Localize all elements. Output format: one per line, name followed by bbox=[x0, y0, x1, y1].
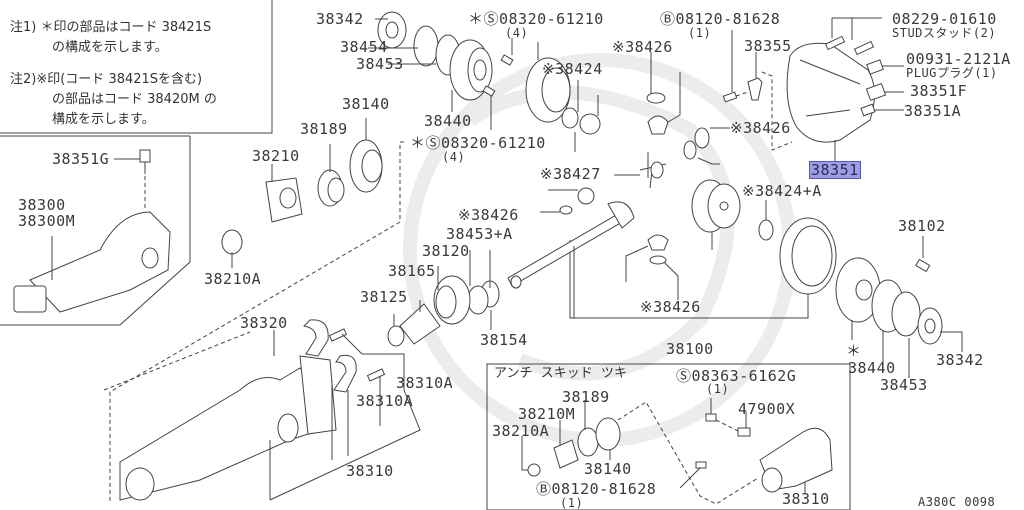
inset-part-38189[interactable]: 38189 bbox=[562, 388, 610, 406]
inset-part-38140[interactable]: 38140 bbox=[584, 460, 632, 478]
part-label-38300[interactable]: 38300 bbox=[18, 196, 66, 214]
part-desc-stud: STUDスタッド(2) bbox=[892, 26, 997, 40]
part-label-38453-bottom[interactable]: 38453 bbox=[880, 376, 928, 394]
part-label-08320-61210-top[interactable]: ＊Ⓢ08320-61210 bbox=[468, 10, 604, 28]
part-label-38454[interactable]: 38454 bbox=[340, 38, 388, 56]
part-label-38426-b[interactable]: ※38426 bbox=[730, 119, 791, 137]
inset-part-47900X[interactable]: 47900X bbox=[738, 400, 796, 418]
part-label-38154[interactable]: 38154 bbox=[480, 331, 528, 349]
part-qty-08320-top: (4) bbox=[505, 26, 529, 40]
inset-part-38210M[interactable]: 38210M bbox=[518, 405, 576, 423]
part-label-38426-c[interactable]: ※38426 bbox=[458, 206, 519, 224]
part-label-38342-bottom[interactable]: 38342 bbox=[936, 351, 984, 369]
part-label-38355[interactable]: 38355 bbox=[744, 37, 792, 55]
part-label-38320[interactable]: 38320 bbox=[240, 314, 288, 332]
asterisk-mark: ＊ bbox=[846, 342, 862, 360]
inset-part-08363-6162G[interactable]: Ⓢ08363-6162G bbox=[676, 367, 797, 385]
part-label-38210A[interactable]: 38210A bbox=[204, 270, 262, 288]
figure-id: A380C 0098 bbox=[918, 495, 996, 509]
inset-part-38310[interactable]: 38310 bbox=[782, 490, 830, 508]
note-2-line-3: 構成を示します。 bbox=[52, 112, 155, 127]
part-label-38102[interactable]: 38102 bbox=[898, 217, 946, 235]
note-2-line-2: の部品はコード 38420M の bbox=[52, 92, 217, 107]
part-qty-08320-mid: (4) bbox=[442, 150, 466, 164]
part-qty-08120-top: (1) bbox=[688, 26, 712, 40]
part-label-08320-61210-mid[interactable]: ＊Ⓢ08320-61210 bbox=[410, 134, 546, 152]
inset-part-08120-81628[interactable]: Ⓑ08120-81628 bbox=[536, 480, 657, 498]
inset-part-38210A[interactable]: 38210A bbox=[492, 422, 550, 440]
part-label-38427[interactable]: ※38427 bbox=[540, 165, 601, 183]
part-label-38351F[interactable]: 38351F bbox=[910, 82, 968, 100]
part-label-38125[interactable]: 38125 bbox=[360, 288, 408, 306]
part-label-38140[interactable]: 38140 bbox=[342, 95, 390, 113]
part-label-38351G[interactable]: 38351G bbox=[52, 150, 110, 168]
inset-qty-08363: (1) bbox=[706, 382, 730, 396]
part-label-38453-top[interactable]: 38453 bbox=[356, 55, 404, 73]
part-label-08229-01610[interactable]: 08229-01610 bbox=[892, 10, 997, 28]
part-label-38165[interactable]: 38165 bbox=[388, 262, 436, 280]
part-label-38424A[interactable]: ※38424+A bbox=[742, 182, 822, 200]
part-label-38440-bottom[interactable]: 38440 bbox=[848, 359, 896, 377]
part-label-38100[interactable]: 38100 bbox=[666, 340, 714, 358]
part-label-38426-d[interactable]: ※38426 bbox=[640, 298, 701, 316]
part-label-38426-a[interactable]: ※38426 bbox=[612, 38, 673, 56]
note-2-line-1: 注2)※印(コード 38421Sを含む) bbox=[10, 72, 203, 87]
part-label-38300M[interactable]: 38300M bbox=[18, 212, 76, 230]
part-label-38310[interactable]: 38310 bbox=[346, 462, 394, 480]
inset-title: アンチ スキッド ツキ bbox=[494, 366, 628, 381]
part-label-38189[interactable]: 38189 bbox=[300, 120, 348, 138]
part-label-38310A-1[interactable]: 38310A bbox=[396, 374, 454, 392]
part-label-38453A[interactable]: 38453+A bbox=[446, 225, 513, 243]
part-label-08120-81628-top[interactable]: Ⓑ08120-81628 bbox=[660, 10, 781, 28]
part-label-38342-top[interactable]: 38342 bbox=[316, 10, 364, 28]
part-label-38440-top[interactable]: 38440 bbox=[424, 112, 472, 130]
part-label-38351-highlighted[interactable]: 38351 bbox=[809, 161, 861, 179]
note-1-line-1: 注1) ＊印の部品はコード 38421S bbox=[10, 20, 212, 35]
part-label-38210[interactable]: 38210 bbox=[252, 147, 300, 165]
part-label-00931-2121A[interactable]: 00931-2121A bbox=[906, 50, 1011, 68]
note-1-line-2: の構成を示します。 bbox=[52, 40, 168, 55]
part-label-38424[interactable]: ※38424 bbox=[542, 60, 603, 78]
part-desc-plug: PLUGプラグ(1) bbox=[906, 66, 998, 80]
part-label-38310A-2[interactable]: 38310A bbox=[356, 392, 414, 410]
part-label-38351A[interactable]: 38351A bbox=[904, 102, 962, 120]
part-label-38120[interactable]: 38120 bbox=[422, 242, 470, 260]
inset-qty-08120: (1) bbox=[560, 496, 584, 510]
